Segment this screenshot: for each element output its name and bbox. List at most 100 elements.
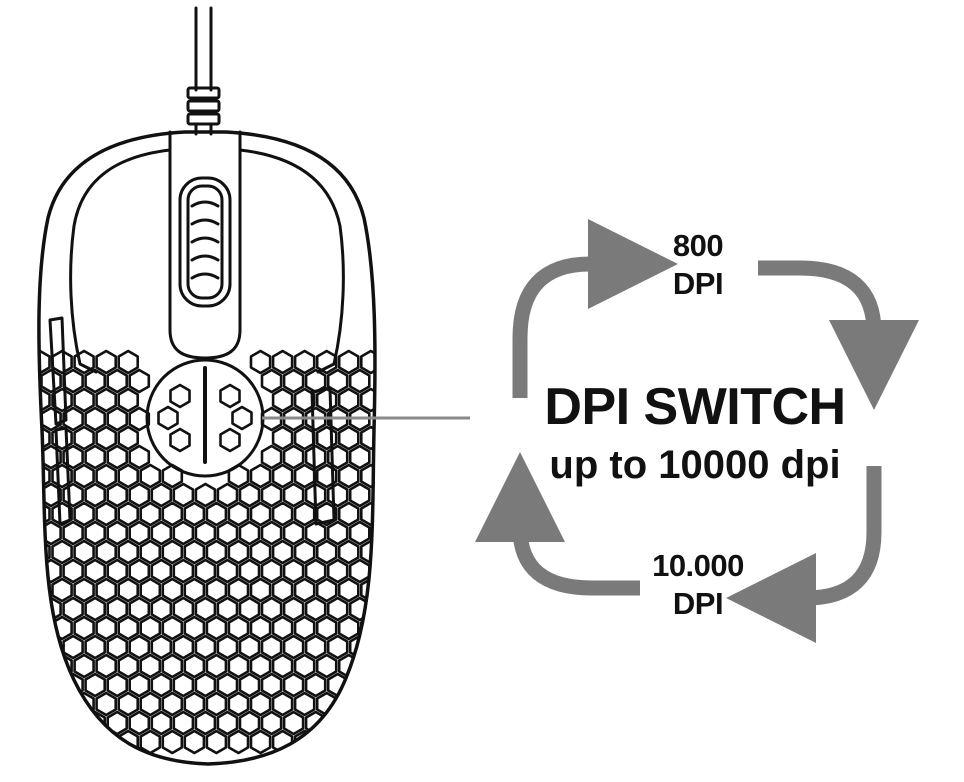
honeycomb-cell [238,596,261,622]
honeycomb-cell [51,463,73,489]
honeycomb-cell [117,577,139,603]
honeycomb-cell [271,463,294,489]
honeycomb-cell [227,539,250,565]
honeycomb-cell [282,710,305,736]
honeycomb-cell [271,539,294,565]
honeycomb-cell [260,520,283,546]
scroll-wheel-housing [178,176,232,308]
mouse-inner-shell-line-right [238,148,345,374]
honeycomb-cell [106,710,128,736]
honeycomb-cell [40,406,62,432]
honeycomb-cell [360,349,375,375]
honeycomb-cell [117,615,139,641]
honeycomb-cell [51,539,73,565]
honeycomb-cell [260,710,283,736]
honeycomb-cell [84,558,106,584]
honeycomb-cell [282,672,305,698]
honeycomb-cell [231,405,253,431]
honeycomb-cell [304,596,327,622]
honeycomb-cell [315,501,338,527]
honeycomb-cell [282,596,305,622]
honeycomb-cell [205,691,228,717]
honeycomb-cell [238,634,261,660]
honeycomb-cell [40,672,62,698]
honeycomb-cell [249,577,272,603]
honeycomb-cell [73,463,95,489]
honeycomb-cell [194,710,217,736]
honeycomb-cell [304,558,327,584]
honeycomb-cell [304,368,327,394]
honeycomb-cell [205,615,228,641]
scroll-wheel-ridges [190,200,220,280]
honeycomb-cell [62,520,84,546]
button-split-line [168,130,242,360]
honeycomb-cell [360,653,375,679]
honeycomb-cell [238,672,261,698]
cable-strain-relief-1 [186,86,221,100]
honeycomb-cell [326,406,349,432]
honeycomb-cell [271,387,294,413]
honeycomb-cell [326,444,349,470]
honeycomb-cell [282,634,305,660]
honeycomb-cell [51,387,73,413]
honeycomb-cell [260,368,283,394]
honeycomb-cell [106,558,128,584]
honeycomb-cell [51,501,73,527]
dpi-step-10000: 10.000 DPI [628,547,768,623]
honeycomb-cell [249,691,272,717]
honeycomb-cell [337,349,360,375]
honeycomb-cell [73,577,95,603]
honeycomb-cell [183,691,206,717]
honeycomb-cell [183,577,206,603]
honeycomb-cell [161,729,184,755]
honeycomb-cell [128,406,151,432]
honeycomb-cell [326,596,349,622]
honeycomb-cell [271,425,294,451]
honeycomb-cell [51,691,73,717]
honeycomb-cell [282,520,305,546]
honeycomb-cell [219,427,241,453]
honeycomb-cell [337,691,360,717]
honeycomb-cell [216,558,239,584]
honeycomb-cell [216,482,239,508]
honeycomb-cell [62,368,84,394]
honeycomb-cell [183,729,206,755]
honeycomb-cell [194,672,217,698]
honeycomb-cell [348,672,371,698]
honeycomb-cell [293,349,316,375]
gaming-mouse-honeycomb-icon [37,6,377,766]
honeycomb-cell [169,427,191,453]
honeycomb-cell [293,463,316,489]
honeycomb-cell [139,501,162,527]
honeycomb-cell [271,615,294,641]
honeycomb-cell [348,520,371,546]
honeycomb-cell [106,368,128,394]
honeycomb-cell [249,615,272,641]
honeycomb-cell [139,463,162,489]
honeycomb-cell [271,349,294,375]
mouse-inner-shell-line [69,148,172,374]
honeycomb-cell [95,653,117,679]
honeycomb-cell [337,425,360,451]
honeycomb-cell [194,596,217,622]
honeycomb-cell [128,444,151,470]
honeycomb-cell [360,463,375,489]
honeycomb-cell [260,634,283,660]
honeycomb-cell [62,634,84,660]
cable-strain-relief-2 [186,99,221,113]
honeycomb-cell [117,425,139,451]
honeycomb-cell [117,463,139,489]
honeycomb-cell [238,482,261,508]
honeycomb-cell [348,710,371,736]
honeycomb-cell [117,653,139,679]
honeycomb-cell [62,406,84,432]
honeycomb-cell [51,577,73,603]
honeycomb-cell [161,501,184,527]
honeycomb-cell [337,387,360,413]
honeycomb-cell [282,558,305,584]
honeycomb-cell [238,710,261,736]
cable-strain-relief-3 [186,112,221,126]
honeycomb-cell [260,558,283,584]
honeycomb-cell [150,482,173,508]
